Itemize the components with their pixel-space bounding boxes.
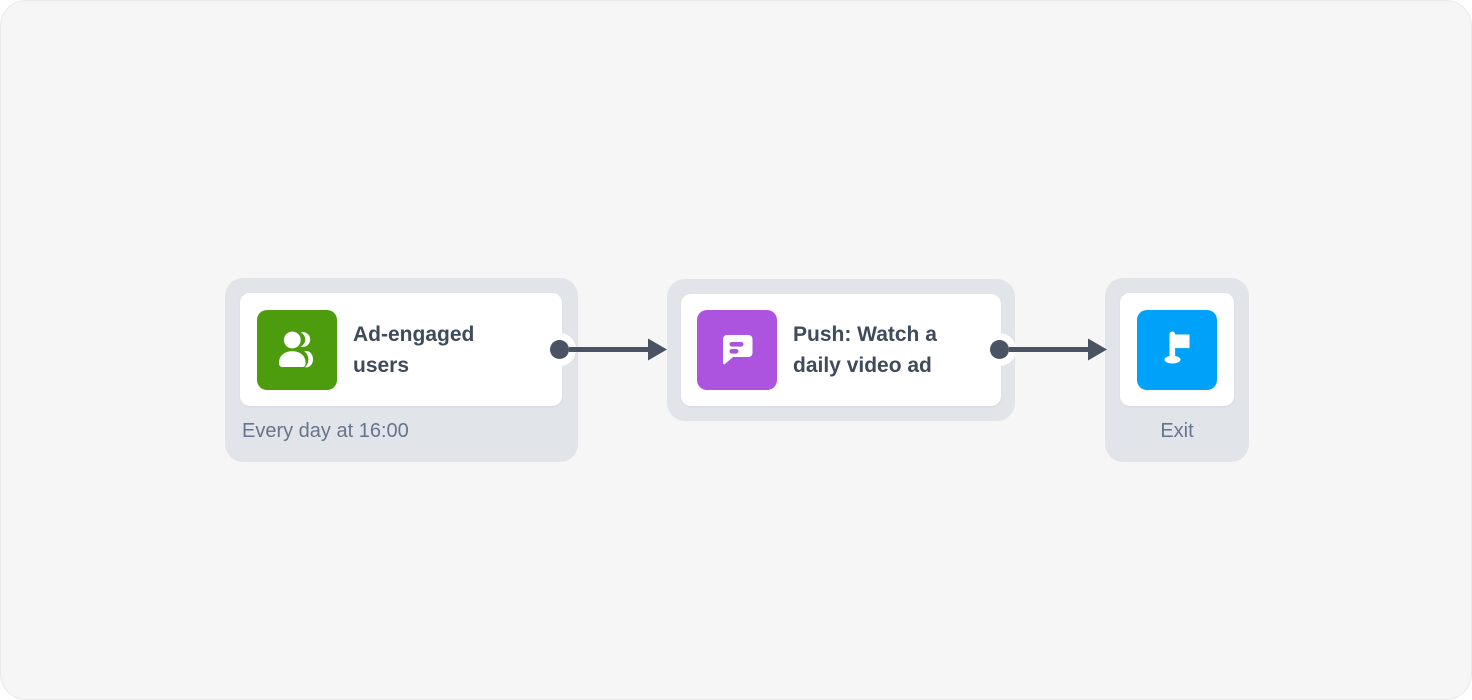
- push-node-card[interactable]: Push: Watch a daily video ad: [681, 294, 1001, 406]
- connector-1-arrow: [569, 338, 667, 361]
- entry-icon-tile: [257, 309, 337, 390]
- exit-icon-tile: [1137, 309, 1217, 390]
- entry-node-card[interactable]: Ad-engaged users: [240, 293, 562, 406]
- push-icon-tile: [697, 310, 777, 390]
- node-exit[interactable]: Exit: [1105, 278, 1249, 462]
- exit-node-card[interactable]: [1120, 293, 1234, 406]
- node-entry-segment[interactable]: Ad-engaged users Every day at 16:00: [225, 278, 578, 462]
- users-icon: [273, 323, 321, 376]
- connector-1-source-handle[interactable]: [550, 340, 569, 359]
- entry-node-schedule: Every day at 16:00: [242, 420, 409, 442]
- exit-node-label: Exit: [1160, 420, 1194, 442]
- node-push-message[interactable]: Push: Watch a daily video ad: [667, 279, 1015, 421]
- entry-node-title: Ad-engaged users: [353, 322, 475, 377]
- connector-2-arrow: [1009, 338, 1107, 361]
- chat-bubble-icon: [713, 324, 761, 377]
- connector-2-source-handle[interactable]: [990, 340, 1009, 359]
- push-node-title: Push: Watch a daily video ad: [793, 323, 937, 377]
- flag-icon: [1153, 323, 1201, 376]
